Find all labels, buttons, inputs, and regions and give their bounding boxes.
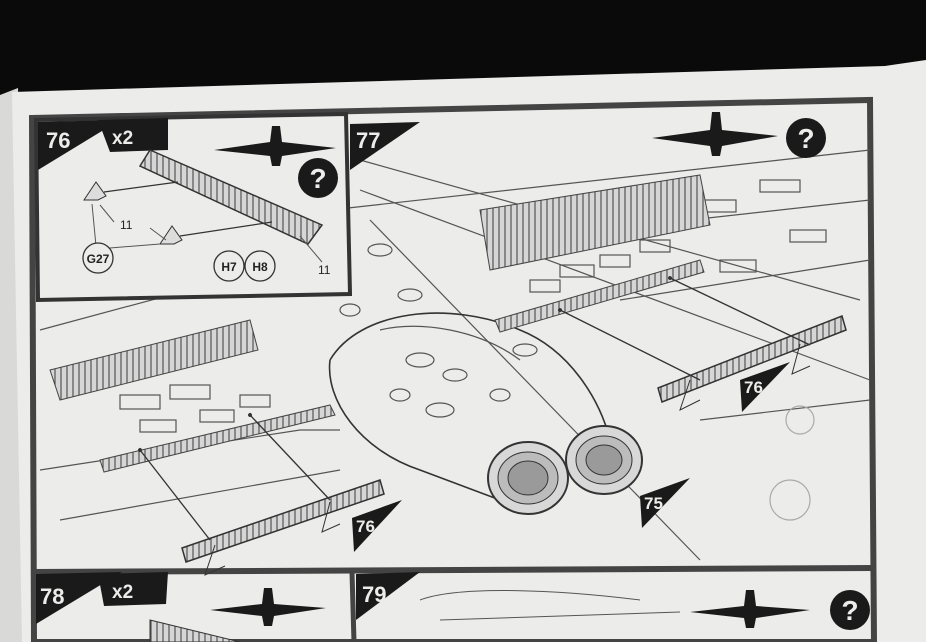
step78-multiplier: x2 (112, 582, 133, 603)
step77-ref-76-right: 76 (744, 378, 763, 397)
step77-loose-strip-left (181, 479, 385, 576)
ref-triangle-76-right (740, 362, 790, 412)
aircraft-silhouette-icon (652, 112, 778, 156)
step77-corner-triangle (350, 122, 420, 170)
part-h8-label: H8 (252, 260, 268, 274)
part-g27-label: G27 (87, 252, 110, 266)
step77-ref-76-left: 76 (356, 517, 375, 536)
aircraft-silhouette-icon (214, 126, 336, 166)
bottom-column-divider (349, 571, 357, 642)
aircraft-silhouette-icon (690, 590, 810, 628)
step77-loose-strip-right (657, 315, 847, 411)
step76-colour-ref-a: 11 (120, 218, 133, 232)
step77-airframe-drawing (39, 149, 871, 561)
step78-number: 78 (40, 584, 64, 609)
question-mark-icon: ? (786, 118, 826, 158)
row-divider (33, 565, 875, 575)
step77-engine-nozzles (487, 425, 643, 515)
question-mark-icon: ? (298, 158, 338, 198)
step79-number: 79 (362, 582, 386, 607)
step79-corner-triangle (356, 572, 420, 620)
step77-number: 77 (356, 128, 380, 153)
step77-ref-75: 75 (644, 494, 663, 513)
step76-number: 76 (46, 128, 70, 153)
steps-frame (28, 96, 878, 642)
step78-multiplier-badge (98, 572, 168, 606)
step77-locating-arrows (138, 276, 811, 541)
svg-text:?: ? (797, 123, 814, 154)
ref-triangle-75 (640, 478, 690, 528)
step76-colour-ref-b: 11 (318, 263, 331, 277)
svg-text:?: ? (309, 163, 326, 194)
step79-airframe-drawing (419, 590, 681, 621)
step77-wing-ribs (49, 174, 711, 473)
step78-part-drawing (149, 619, 241, 642)
ref-triangle-76-left (352, 500, 402, 552)
svg-text:?: ? (841, 595, 858, 626)
question-mark-icon: ? (830, 590, 870, 630)
step76-multiplier: x2 (112, 128, 133, 149)
part-h7-label: H7 (221, 260, 237, 274)
aircraft-silhouette-icon (210, 588, 326, 626)
step76-panel (33, 111, 353, 303)
